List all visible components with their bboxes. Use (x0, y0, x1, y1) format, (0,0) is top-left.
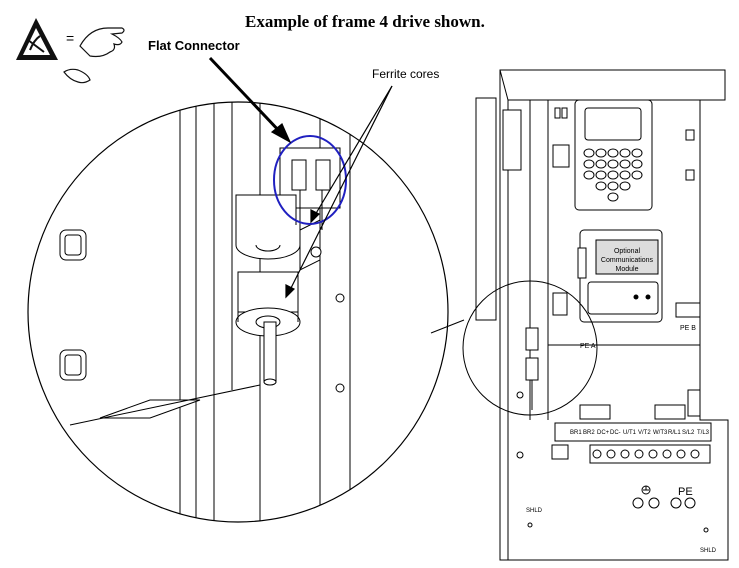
ferrite-arrowhead-1 (310, 209, 321, 224)
module-label-line1: Optional (614, 248, 641, 255)
pe-b-label: PE B (680, 325, 696, 332)
terminal-screws (592, 449, 700, 459)
terminal-label: BR1 (570, 430, 582, 436)
pe-a-label: PE A (580, 343, 596, 350)
ground-icon (641, 485, 651, 495)
zoom-source-circle (462, 280, 598, 416)
esd-equals-sign: = (66, 30, 75, 46)
terminal-label: V/T2 (638, 430, 651, 436)
flat-connector-arrowhead (270, 123, 292, 144)
terminal-label: DC+ (597, 430, 610, 436)
zoomed-ferrites (525, 292, 568, 410)
terminal-label: U/T1 (623, 430, 637, 436)
ferrite-arrow-1 (314, 85, 393, 216)
terminal-label: BR2 (583, 430, 595, 436)
shld-label-right: SHLD (700, 548, 717, 554)
esd-warning-icon (16, 18, 58, 60)
page-title: Example of frame 4 drive shown. (245, 12, 485, 31)
ferrite-arrow-2 (289, 85, 393, 291)
terminal-label: R/L1 (668, 430, 681, 436)
shld-label-left: SHLD (526, 508, 543, 514)
terminal-label: T/L3 (697, 430, 710, 436)
module-label-line2: Communications (601, 257, 654, 264)
flat-connector-highlight (273, 135, 347, 225)
module-label-line3: Module (616, 266, 639, 273)
pe-label: PE (678, 486, 693, 498)
flat-connector-arrow (208, 56, 284, 136)
keypad-buttons (583, 148, 643, 202)
drive-unit (475, 69, 729, 561)
zoom-link-line (430, 319, 465, 334)
terminal-label: W/T3 (653, 430, 668, 436)
terminal-labels: BR1 BR2 DC+ DC- U/T1 V/T2 W/T3 R/L1 S/L2… (570, 430, 710, 436)
hand-icon (63, 27, 125, 84)
terminal-label: DC- (610, 430, 621, 436)
ferrite-arrowhead-2 (285, 284, 296, 299)
terminal-label: S/L2 (682, 430, 695, 436)
flat-connector-label: Flat Connector (148, 38, 240, 53)
ferrite-cores-label: Ferrite cores (372, 67, 440, 81)
